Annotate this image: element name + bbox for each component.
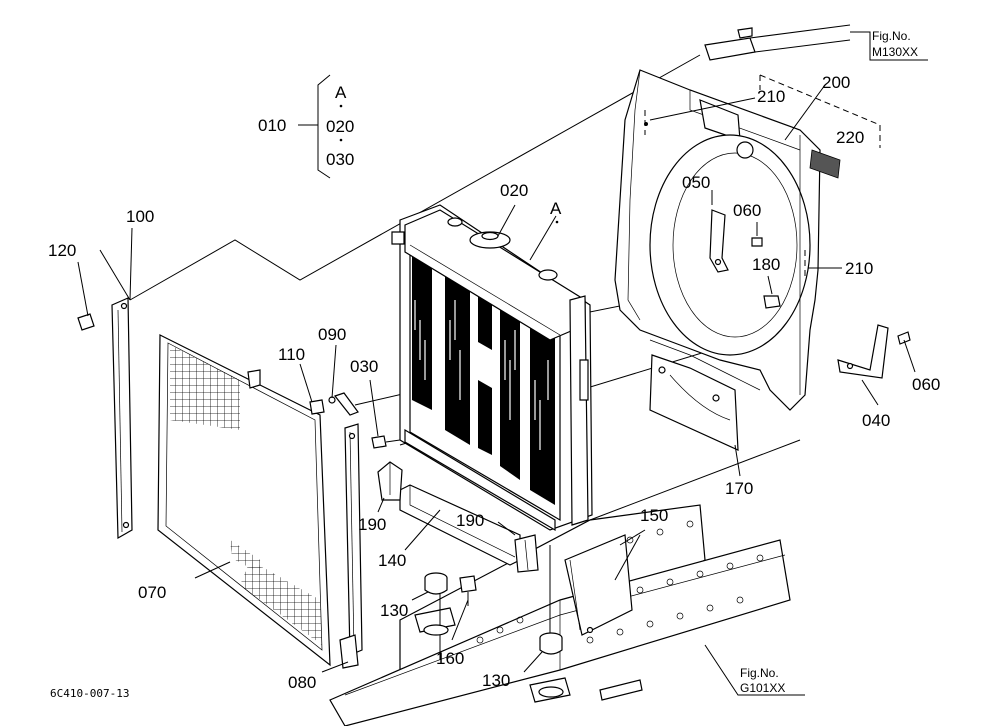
label-010: 010	[258, 116, 286, 135]
guard-150: 150	[564, 506, 668, 636]
screen-070: 070	[138, 334, 331, 667]
mount-130-left: 130	[380, 572, 449, 636]
fig-ref-bottom-label: Fig.No.	[740, 666, 779, 680]
seal-140: 140	[378, 484, 521, 570]
radiator	[391, 204, 593, 532]
baffle-170: 170	[649, 354, 753, 498]
rivets-210: 210 210	[644, 87, 873, 280]
seal-190-left: 190	[358, 461, 403, 534]
label-090: 090	[318, 325, 346, 344]
frame-rails	[329, 504, 791, 726]
bracket-040: 040	[837, 324, 890, 430]
bolt-060-right: 060	[897, 331, 940, 394]
bracket-050: 050	[682, 173, 729, 273]
decal-220: 220	[809, 128, 864, 179]
label-group-a: A	[335, 83, 347, 102]
label-170: 170	[725, 479, 753, 498]
bolt-060-upper: 060	[733, 201, 763, 247]
label-220: 220	[836, 128, 864, 147]
label-140: 140	[378, 551, 406, 570]
fig-ref-top-code: M130XX	[872, 45, 918, 59]
label-180: 180	[752, 255, 780, 274]
drain-030: 030	[350, 357, 401, 449]
label-080: 080	[288, 673, 316, 692]
label-070: 070	[138, 583, 166, 602]
label-110: 110	[278, 345, 305, 364]
fig-ref-top-label: Fig.No.	[872, 29, 911, 43]
label-050: 050	[682, 173, 710, 192]
spacer-090: 090	[318, 325, 359, 416]
drawing-code: 6C410-007-13	[50, 687, 129, 700]
label-120: 120	[48, 241, 76, 260]
label-210-side: 210	[845, 259, 873, 278]
label-060-right: 060	[912, 375, 940, 394]
label-030-group: 030	[326, 150, 354, 169]
mount-130-right: 130	[482, 632, 564, 698]
cap-020: 020	[497, 181, 528, 237]
label-point-a: A	[550, 199, 562, 218]
label-020-group: 020	[326, 117, 354, 136]
bolt-120: 120	[48, 241, 95, 331]
label-030: 030	[350, 357, 378, 376]
label-190-left: 190	[358, 515, 386, 534]
label-150: 150	[640, 506, 668, 525]
side-plate-080: 080	[288, 423, 363, 692]
label-190-right: 190	[456, 511, 484, 530]
label-060-upper: 060	[733, 201, 761, 220]
label-130-left: 130	[380, 601, 408, 620]
nut-180: 180	[752, 255, 781, 309]
label-100: 100	[126, 207, 154, 226]
label-130-right: 130	[482, 671, 510, 690]
group-bracket: 010 A 020 030	[258, 74, 354, 179]
bolt-110: 110	[278, 345, 325, 415]
bolt-160: 160	[436, 575, 477, 668]
fig-ref-bottom-code: G101XX	[740, 681, 785, 695]
fig-ref-bottom: Fig.No. G101XX	[704, 644, 805, 696]
label-040: 040	[862, 411, 890, 430]
label-020: 020	[500, 181, 528, 200]
seal-190-right: 190	[456, 511, 539, 573]
fig-ref-top: Fig.No. M130XX	[704, 24, 928, 61]
label-210-top: 210	[757, 87, 785, 106]
point-a: A	[529, 199, 562, 261]
side-plate-100: 100	[111, 207, 154, 540]
label-160: 160	[436, 649, 464, 668]
label-200: 200	[822, 73, 850, 92]
